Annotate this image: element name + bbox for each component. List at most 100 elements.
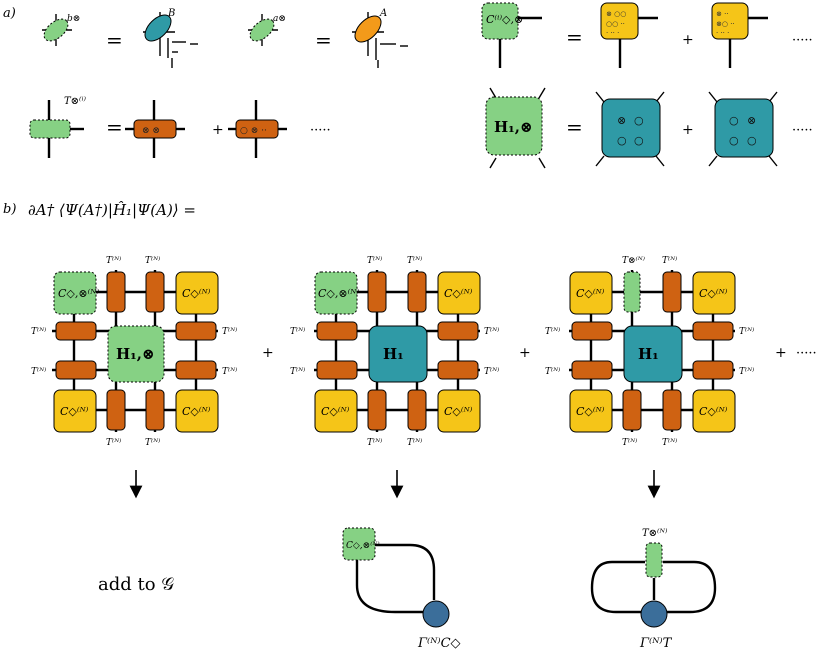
- tensor-T-otimes-i: T⊗⁽ⁱ⁾: [29, 96, 87, 158]
- svg-text:T⁽ᴺ⁾: T⁽ᴺ⁾: [662, 255, 677, 266]
- svg-text:C◇⁽ᴺ⁾: C◇⁽ᴺ⁾: [576, 287, 605, 300]
- svg-text:○: ○: [634, 134, 644, 147]
- ellipsis: ·····: [310, 123, 331, 138]
- svg-text:T⁽ᴺ⁾: T⁽ᴺ⁾: [290, 326, 305, 337]
- svg-text:T⁽ᴺ⁾: T⁽ᴺ⁾: [145, 437, 160, 448]
- add-to-G-label: add to 𝒢: [98, 574, 174, 595]
- svg-text:C◇⁽ᴺ⁾: C◇⁽ᴺ⁾: [182, 405, 211, 418]
- svg-text:C⁽ⁱ⁾◇,⊗: C⁽ⁱ⁾◇,⊗: [486, 13, 523, 26]
- svg-text:T⁽ᴺ⁾: T⁽ᴺ⁾: [222, 366, 237, 377]
- ellipsis: ·····: [796, 346, 817, 361]
- svg-text:T⊗⁽ᴺ⁾: T⊗⁽ᴺ⁾: [622, 255, 645, 266]
- tensor-T-orange-2: ○ ⊗ ··: [228, 100, 287, 158]
- equals-sign: =: [566, 25, 583, 49]
- svg-text:C◇⁽ᴺ⁾: C◇⁽ᴺ⁾: [60, 405, 89, 418]
- ellipsis: ·····: [792, 33, 813, 48]
- svg-text:C◇,⊗⁽ᴺ⁾: C◇,⊗⁽ᴺ⁾: [346, 540, 380, 551]
- svg-text:⊗ ○○: ⊗ ○○: [606, 10, 626, 18]
- svg-text:○ ⊗ ··: ○ ⊗ ··: [240, 126, 267, 136]
- tensor-A: A: [352, 8, 408, 68]
- gradient-equation: ∂A† ⟨Ψ(A†)|Ĥ₁|Ψ(A)⟩ =: [28, 201, 196, 219]
- svg-text:Γ⁽ᴺ⁾C◇: Γ⁽ᴺ⁾C◇: [417, 636, 461, 651]
- svg-text:· ·· ·: · ·· ·: [716, 29, 729, 37]
- svg-text:T⁽ᴺ⁾: T⁽ᴺ⁾: [739, 326, 754, 337]
- tensor-T-orange-1: ⊗ ⊗: [125, 100, 185, 158]
- plus-sign: +: [775, 345, 787, 361]
- equals-sign: =: [106, 28, 123, 52]
- plus-sign: +: [682, 122, 694, 138]
- part-b-label: b): [3, 202, 16, 217]
- equals-sign: =: [106, 115, 123, 139]
- svg-text:T⁽ᴺ⁾: T⁽ᴺ⁾: [367, 255, 382, 266]
- svg-text:⊗: ⊗: [617, 114, 626, 127]
- svg-text:T⁽ᴺ⁾: T⁽ᴺ⁾: [106, 255, 121, 266]
- svg-text:○: ○: [729, 134, 739, 147]
- svg-text:Γ⁽ᴺ⁾T: Γ⁽ᴺ⁾T: [639, 636, 673, 651]
- svg-text:T⁽ᴺ⁾: T⁽ᴺ⁾: [407, 437, 422, 448]
- svg-text:C◇⁽ᴺ⁾: C◇⁽ᴺ⁾: [699, 287, 728, 300]
- tensor-C-yellow-2: ⊗ ·· ⊗○ ·· · ·· ·: [711, 2, 768, 68]
- svg-text:C◇⁽ᴺ⁾: C◇⁽ᴺ⁾: [444, 405, 473, 418]
- svg-text:H₁: H₁: [638, 345, 659, 363]
- part-a-label: a): [3, 6, 16, 21]
- tensor-b-otimes: b⊗: [42, 14, 80, 46]
- equals-sign: =: [566, 115, 583, 139]
- tensor-C-yellow-1: ⊗ ○○ ○○ ·· · ·· ·: [600, 2, 658, 68]
- tensor-H1-teal-1: ⊗ ○ ○ ○: [595, 91, 665, 167]
- network-2: C◇,⊗⁽ᴺ⁾ C◇⁽ᴺ⁾ C◇⁽ᴺ⁾ C◇⁽ᴺ⁾ H₁ T⁽ᴺ⁾ T⁽ᴺ⁾ T…: [290, 255, 499, 448]
- svg-text:T⁽ᴺ⁾: T⁽ᴺ⁾: [31, 366, 46, 377]
- svg-text:T⁽ᴺ⁾: T⁽ᴺ⁾: [484, 366, 499, 377]
- svg-text:T⁽ᴺ⁾: T⁽ᴺ⁾: [106, 437, 121, 448]
- svg-text:○: ○: [747, 134, 757, 147]
- svg-text:C◇⁽ᴺ⁾: C◇⁽ᴺ⁾: [699, 405, 728, 418]
- svg-text:T⊗⁽ᴺ⁾: T⊗⁽ᴺ⁾: [642, 528, 668, 539]
- svg-text:A: A: [379, 8, 387, 19]
- plus-sign: +: [262, 345, 274, 361]
- svg-text:T⁽ᴺ⁾: T⁽ᴺ⁾: [545, 326, 560, 337]
- svg-text:C◇⁽ᴺ⁾: C◇⁽ᴺ⁾: [444, 287, 473, 300]
- svg-text:· ·· ·: · ·· ·: [606, 29, 619, 37]
- svg-text:C◇⁽ᴺ⁾: C◇⁽ᴺ⁾: [182, 287, 211, 300]
- svg-text:T⁽ᴺ⁾: T⁽ᴺ⁾: [545, 366, 560, 377]
- svg-text:C◇⁽ᴺ⁾: C◇⁽ᴺ⁾: [576, 405, 605, 418]
- svg-text:○: ○: [617, 134, 627, 147]
- svg-text:b⊗: b⊗: [67, 14, 80, 24]
- svg-text:T⁽ᴺ⁾: T⁽ᴺ⁾: [484, 326, 499, 337]
- tensor-B: B: [143, 8, 198, 68]
- svg-text:T⁽ᴺ⁾: T⁽ᴺ⁾: [145, 255, 160, 266]
- plus-sign: +: [519, 345, 531, 361]
- svg-text:T⁽ᴺ⁾: T⁽ᴺ⁾: [739, 366, 754, 377]
- svg-text:⊗ ⊗: ⊗ ⊗: [142, 126, 160, 136]
- svg-text:C◇,⊗⁽ᴺ⁾: C◇,⊗⁽ᴺ⁾: [58, 287, 99, 300]
- equals-sign: =: [315, 28, 332, 52]
- svg-text:B: B: [167, 8, 175, 19]
- tensor-H1-otimes: H₁,⊗: [485, 87, 546, 169]
- svg-text:⊗○ ··: ⊗○ ··: [716, 20, 735, 28]
- svg-text:C◇⁽ᴺ⁾: C◇⁽ᴺ⁾: [321, 405, 350, 418]
- svg-text:C◇,⊗⁽ᴺ⁾: C◇,⊗⁽ᴺ⁾: [318, 287, 359, 300]
- ellipsis: ·····: [792, 123, 813, 138]
- plus-sign: +: [212, 122, 224, 138]
- network-1: C◇,⊗⁽ᴺ⁾ C◇⁽ᴺ⁾ C◇⁽ᴺ⁾ C◇⁽ᴺ⁾ H₁,⊗ T⁽ᴺ⁾ T⁽ᴺ⁾…: [31, 255, 237, 448]
- svg-text:T⁽ᴺ⁾: T⁽ᴺ⁾: [31, 326, 46, 337]
- svg-text:⊗ ··: ⊗ ··: [716, 10, 729, 18]
- svg-text:⊗: ⊗: [747, 114, 756, 127]
- svg-text:○○ ··: ○○ ··: [606, 20, 625, 28]
- environment-gamma-C: C◇,⊗⁽ᴺ⁾ Γ⁽ᴺ⁾C◇: [342, 527, 461, 651]
- svg-text:T⁽ᴺ⁾: T⁽ᴺ⁾: [662, 437, 677, 448]
- svg-text:H₁,⊗: H₁,⊗: [494, 118, 533, 136]
- svg-text:T⊗⁽ⁱ⁾: T⊗⁽ⁱ⁾: [64, 96, 87, 107]
- svg-text:T⁽ᴺ⁾: T⁽ᴺ⁾: [222, 326, 237, 337]
- svg-text:H₁,⊗: H₁,⊗: [116, 345, 155, 363]
- svg-text:○: ○: [729, 114, 739, 127]
- svg-text:H₁: H₁: [383, 345, 404, 363]
- svg-text:○: ○: [634, 114, 644, 127]
- svg-text:T⁽ᴺ⁾: T⁽ᴺ⁾: [622, 437, 637, 448]
- svg-text:T⁽ᴺ⁾: T⁽ᴺ⁾: [290, 366, 305, 377]
- plus-sign: +: [682, 32, 694, 48]
- tensor-C-i-otimes: C⁽ⁱ⁾◇,⊗: [481, 2, 542, 68]
- svg-text:T⁽ᴺ⁾: T⁽ᴺ⁾: [367, 437, 382, 448]
- svg-text:T⁽ᴺ⁾: T⁽ᴺ⁾: [407, 255, 422, 266]
- tensor-a-otimes: a⊗: [248, 14, 286, 46]
